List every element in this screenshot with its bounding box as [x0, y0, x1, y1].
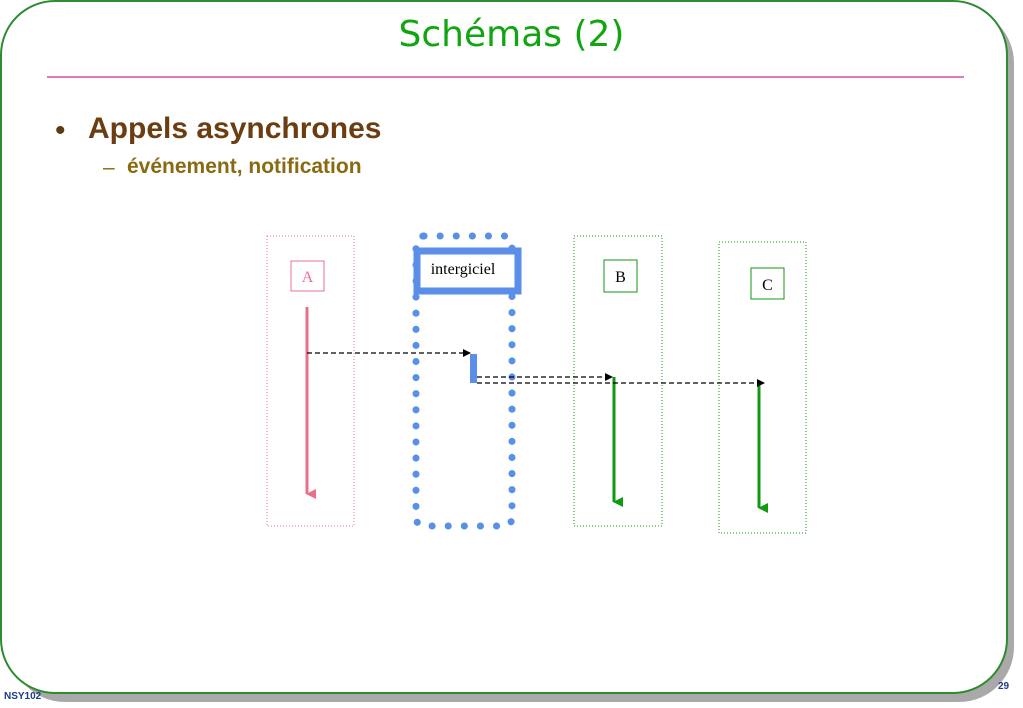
slide-title: Schémas (2)	[398, 14, 625, 55]
middleware-activation	[470, 354, 477, 383]
bullet-dot: •	[55, 114, 66, 147]
node-a-label: A	[302, 269, 314, 286]
slide-frame	[0, 0, 1008, 694]
node-b-box	[603, 259, 638, 293]
bullet-sub: événement, notification	[127, 155, 362, 178]
lane-middleware	[412, 232, 516, 530]
lane-a	[266, 235, 355, 527]
bullet-main: Appels asynchrones	[88, 112, 382, 145]
title-rule	[47, 76, 964, 78]
node-c-label: C	[762, 277, 773, 294]
node-c-box	[750, 267, 785, 300]
node-middleware-label: intergiciel	[431, 261, 496, 278]
node-b-label: B	[615, 269, 626, 286]
footer-course-code: NSY102	[4, 691, 42, 702]
footer-page-number: 29	[998, 681, 1010, 692]
node-middleware-box	[413, 247, 522, 295]
sub-bullet-dash: –	[103, 156, 115, 179]
node-a-box	[290, 260, 325, 292]
